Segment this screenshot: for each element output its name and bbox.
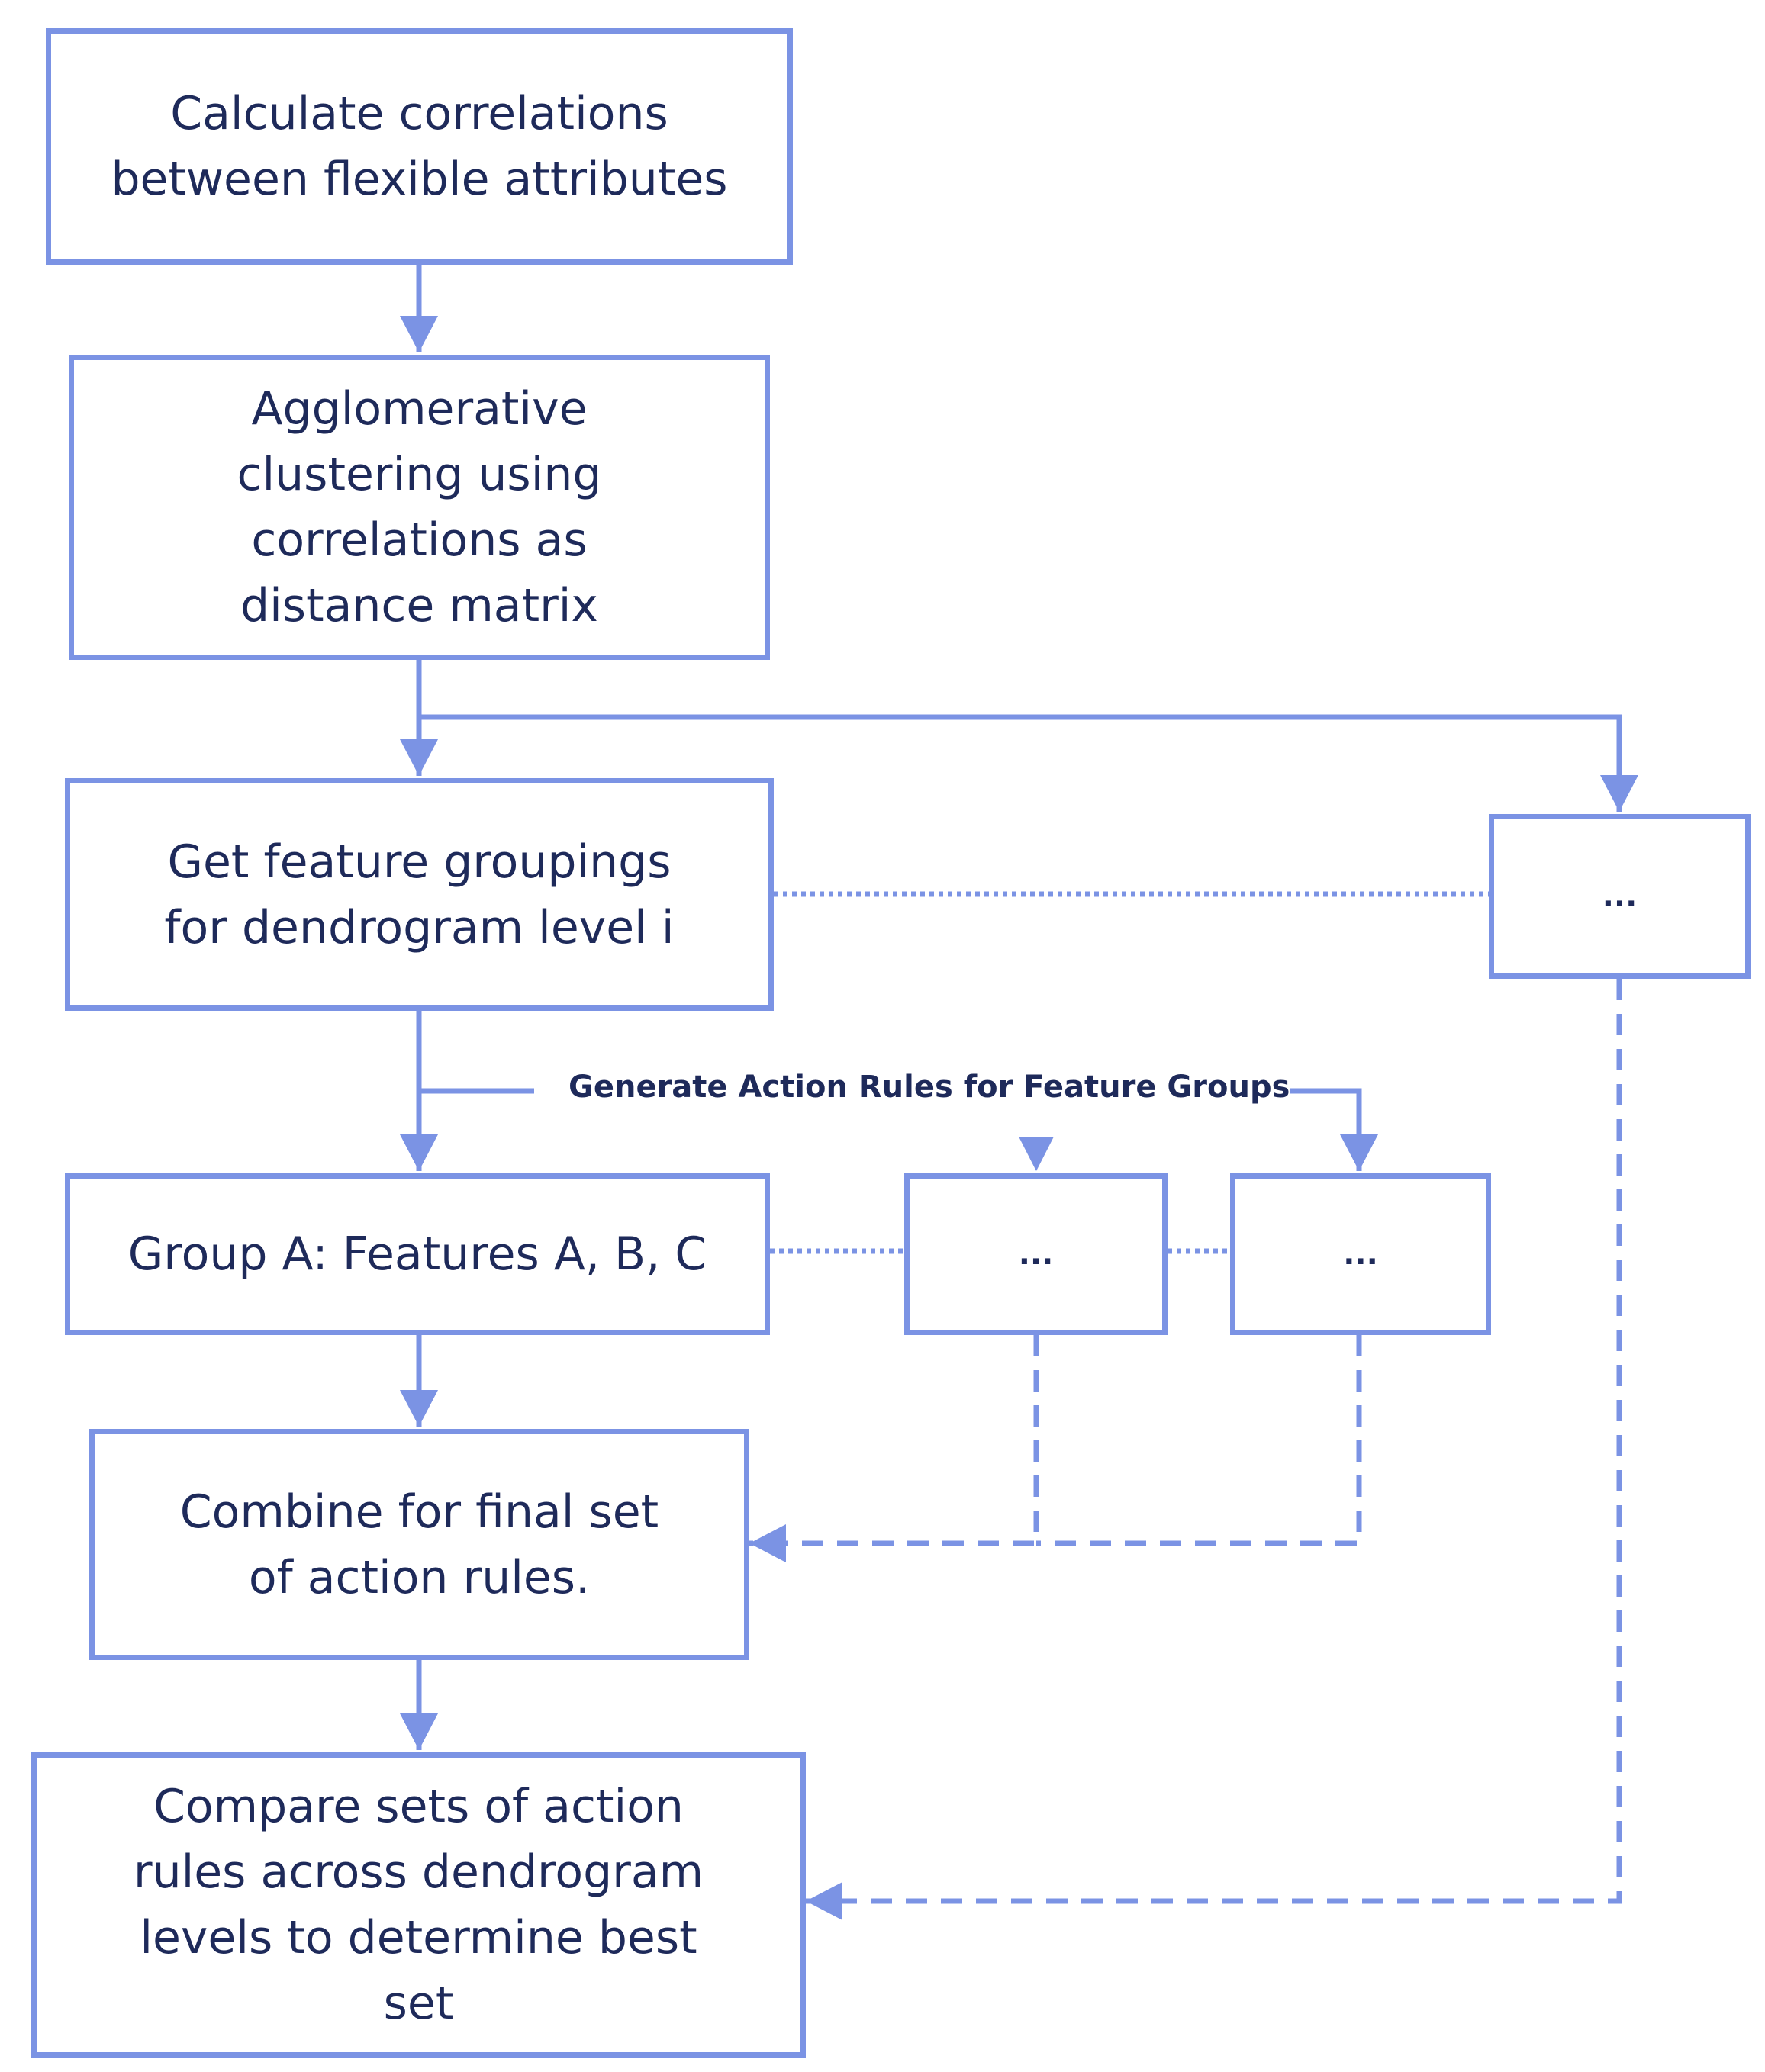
node-agglomerative-clustering-label: Agglomerative clustering using correlati… — [237, 382, 602, 632]
dashed-line-group-3-to-combine — [1036, 1335, 1362, 1546]
node-calculate-correlations-label: Calculate correlations between flexible … — [111, 87, 728, 206]
node-combine-rules-label: Combine for final set of action rules. — [179, 1485, 659, 1604]
dashed-arrow-other-level-to-compare — [806, 979, 1622, 1920]
node-feature-group-2-label: ... — [1018, 1237, 1054, 1272]
node-feature-groupings-label: Get feature groupings for dendrogram lev… — [164, 835, 675, 954]
node-group-a-label: Group A: Features A, B, C — [127, 1227, 707, 1281]
node-compare-sets-label: Compare sets of action rules across dend… — [133, 1780, 704, 2030]
node-feature-group-3: ... — [1230, 1173, 1491, 1335]
node-agglomerative-clustering: Agglomerative clustering using correlati… — [69, 355, 770, 660]
node-compare-sets: Compare sets of action rules across dend… — [31, 1752, 806, 2058]
node-calculate-correlations: Calculate correlations between flexible … — [46, 28, 793, 265]
node-group-a: Group A: Features A, B, C — [65, 1173, 770, 1335]
node-combine-rules: Combine for final set of action rules. — [89, 1429, 749, 1660]
node-feature-group-2: ... — [904, 1173, 1168, 1335]
arrowhead-to-group-2 — [1019, 1137, 1054, 1171]
node-other-dendrogram-level-label: ... — [1602, 879, 1638, 914]
dashed-arrow-group-2-to-combine — [749, 1335, 1039, 1562]
node-feature-group-3-label: ... — [1343, 1237, 1378, 1272]
arrow-agglomerative-to-other-level — [419, 714, 1638, 812]
node-other-dendrogram-level: ... — [1489, 814, 1751, 979]
edge-label-generate-action-rules: Generate Action Rules for Feature Groups — [568, 1070, 1290, 1105]
node-feature-groupings: Get feature groupings for dendrogram lev… — [65, 778, 774, 1011]
